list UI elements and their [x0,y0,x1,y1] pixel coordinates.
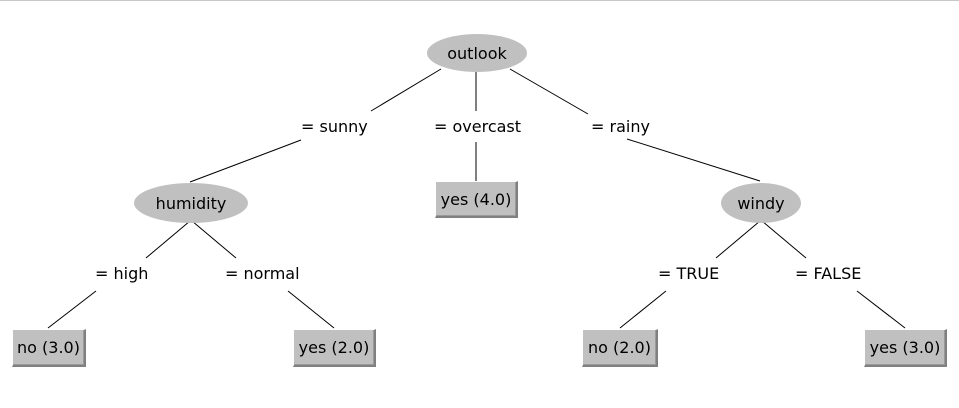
leaf-high-no-label: no (3.0) [17,338,80,357]
leaf-overcast-yes[interactable]: yes (4.0) [435,181,518,218]
edge-true-no [619,290,667,329]
edge-rainy-windy [626,138,761,182]
edge-normal-yes [287,290,335,329]
leaf-overcast-yes-label: yes (4.0) [440,189,512,209]
edge-humidity-normal [191,220,237,259]
edge-label-false: = FALSE [792,264,865,284]
edge-label-true: = TRUE [655,264,723,284]
leaf-normal-yes[interactable]: yes (2.0) [293,329,376,367]
node-humidity[interactable]: humidity [134,183,248,223]
node-windy-label: windy [737,193,785,213]
edge-label-normal: = normal [222,264,303,284]
edge-windy-true [715,220,761,259]
edge-windy-false [761,220,807,259]
edge-label-high: = high [92,264,152,284]
node-outlook[interactable]: outlook [427,34,527,72]
edge-false-yes [856,290,906,329]
leaf-false-yes-label: yes (3.0) [869,338,941,357]
leaf-high-no[interactable]: no (3.0) [12,329,86,367]
node-humidity-label: humidity [155,193,227,213]
edge-label-overcast: = overcast [431,117,525,137]
edge-outlook-sunny [370,68,442,112]
leaf-normal-yes-label: yes (2.0) [298,338,370,357]
leaf-true-no-label: no (2.0) [588,338,651,357]
leaf-true-no[interactable]: no (2.0) [582,329,658,367]
edge-label-rainy: = rainy [588,117,653,137]
edge-outlook-rainy [509,68,589,115]
edge-label-sunny: = sunny [298,117,371,137]
leaf-false-yes[interactable]: yes (3.0) [864,329,947,367]
node-windy[interactable]: windy [721,183,801,223]
edge-high-no [47,290,97,329]
edge-sunny-humidity [189,139,302,183]
node-outlook-label: outlook [447,43,507,63]
edge-humidity-high [145,220,191,259]
